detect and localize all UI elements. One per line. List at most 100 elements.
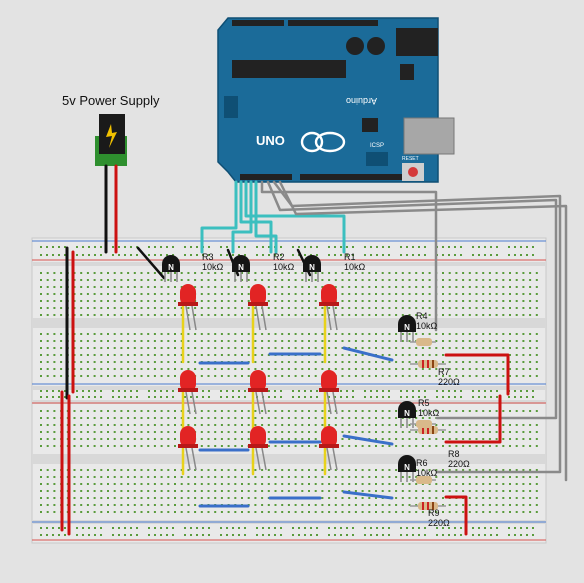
- breadboard-hole: [247, 417, 250, 419]
- breadboard-hole: [40, 340, 42, 342]
- breadboard-hole: [468, 476, 471, 478]
- led-1-2: [248, 284, 268, 331]
- breadboard-hole: [154, 390, 156, 392]
- breadboard-hole: [254, 490, 257, 492]
- breadboard-hole: [93, 504, 96, 506]
- breadboard-hole: [515, 361, 518, 363]
- breadboard-hole: [328, 534, 330, 536]
- breadboard-hole: [535, 368, 538, 370]
- breadboard-hole: [73, 490, 76, 492]
- breadboard-hole: [468, 340, 471, 342]
- breadboard-hole: [153, 504, 156, 506]
- breadboard-hole: [509, 272, 511, 274]
- breadboard-hole: [395, 497, 398, 499]
- breadboard-hole: [196, 254, 198, 256]
- breadboard-hole: [364, 246, 366, 248]
- breadboard-hole: [200, 314, 203, 316]
- breadboard-hole: [100, 534, 102, 536]
- breadboard-hole: [361, 490, 364, 492]
- breadboard-hole: [529, 497, 532, 499]
- breadboard-hole: [462, 286, 465, 288]
- breadboard-hole: [200, 417, 203, 419]
- breadboard-hole: [375, 417, 377, 419]
- breadboard-hole: [415, 300, 418, 302]
- breadboard-hole: [526, 254, 528, 256]
- breadboard-hole: [207, 417, 210, 419]
- breadboard-hole: [475, 272, 478, 274]
- breadboard-hole: [442, 410, 444, 412]
- breadboard-hole: [435, 511, 438, 513]
- breadboard-hole: [247, 424, 250, 426]
- breadboard-hole: [261, 497, 264, 499]
- breadboard-hole: [207, 490, 210, 492]
- breadboard-hole: [475, 410, 478, 412]
- breadboard-hole: [167, 368, 170, 370]
- breadboard-hole: [455, 307, 458, 309]
- breadboard-hole: [46, 314, 49, 316]
- breadboard-hole: [160, 424, 163, 426]
- breadboard-hole: [321, 424, 324, 426]
- breadboard-hole: [395, 490, 398, 492]
- breadboard-hole: [200, 300, 203, 302]
- breadboard-hole: [495, 504, 498, 506]
- breadboard-hole: [160, 272, 163, 274]
- breadboard-hole: [274, 438, 277, 440]
- breadboard-hole: [241, 354, 243, 356]
- breadboard-hole: [308, 417, 310, 419]
- breadboard-hole: [408, 272, 411, 274]
- breadboard-hole: [484, 254, 486, 256]
- breadboard-hole: [482, 431, 485, 433]
- breadboard-hole: [421, 368, 424, 370]
- breadboard-hole: [46, 410, 49, 412]
- breadboard-hole: [40, 534, 42, 536]
- breadboard-hole: [348, 361, 351, 363]
- breadboard-hole: [375, 286, 377, 288]
- breadboard-hole: [401, 300, 404, 302]
- breadboard-hole: [160, 333, 163, 335]
- breadboard-hole: [254, 497, 257, 499]
- breadboard-hole: [472, 396, 474, 398]
- breadboard-hole: [52, 390, 54, 392]
- breadboard-hole: [200, 511, 203, 513]
- breadboard-hole: [368, 431, 371, 433]
- breadboard-hole: [502, 431, 505, 433]
- breadboard-hole: [140, 340, 143, 342]
- breadboard-hole: [381, 483, 384, 485]
- breadboard-hole: [522, 469, 525, 471]
- breadboard-hole: [127, 424, 130, 426]
- breadboard-hole: [381, 511, 384, 513]
- breadboard-hole: [401, 279, 404, 281]
- breadboard-hole: [88, 254, 90, 256]
- breadboard-hole: [522, 368, 525, 370]
- breadboard-hole: [107, 307, 109, 309]
- breadboard-hole: [93, 469, 96, 471]
- breadboard-hole: [421, 469, 424, 471]
- breadboard-hole: [301, 417, 304, 419]
- breadboard-hole: [127, 293, 130, 295]
- breadboard-hole: [124, 534, 126, 536]
- breadboard-hole: [482, 272, 485, 274]
- breadboard-hole: [80, 340, 83, 342]
- r6-value: 10kΩ: [416, 468, 438, 478]
- breadboard-hole: [509, 438, 511, 440]
- breadboard-hole: [120, 431, 123, 433]
- breadboard-hole: [535, 504, 538, 506]
- breadboard-hole: [454, 246, 456, 248]
- breadboard-hole: [46, 490, 49, 492]
- breadboard-hole: [200, 476, 203, 478]
- breadboard-hole: [187, 340, 190, 342]
- breadboard-hole: [40, 511, 42, 513]
- breadboard-hole: [314, 445, 317, 447]
- breadboard-hole: [292, 246, 294, 248]
- breadboard-hole: [247, 300, 250, 302]
- breadboard-hole: [488, 431, 491, 433]
- breadboard-hole: [388, 445, 391, 447]
- breadboard-hole: [334, 497, 337, 499]
- breadboard-hole: [341, 354, 344, 356]
- breadboard-hole: [515, 438, 518, 440]
- breadboard-hole: [207, 469, 210, 471]
- breadboard-hole: [120, 307, 123, 309]
- breadboard-hole: [254, 272, 257, 274]
- breadboard-hole: [522, 347, 525, 349]
- breadboard-hole: [448, 293, 451, 295]
